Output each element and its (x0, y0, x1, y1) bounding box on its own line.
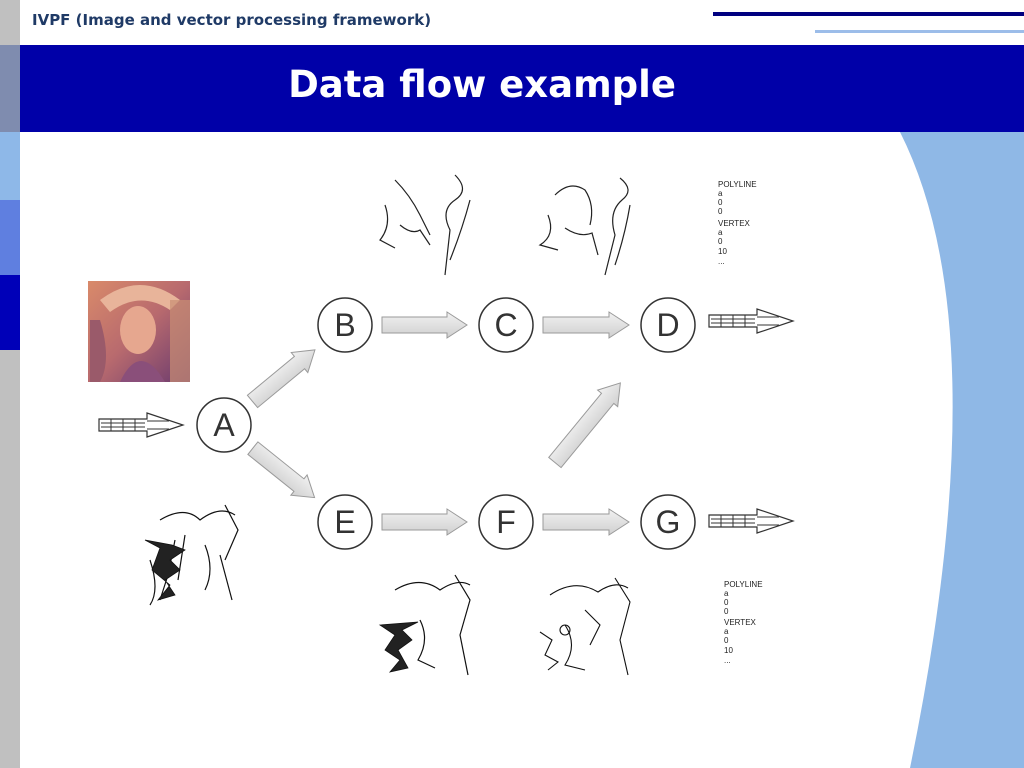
vector-line: 0 (724, 598, 729, 607)
block-arrow-shape (246, 349, 316, 409)
edge-sketch-icon (378, 574, 471, 676)
background-curve (900, 132, 1024, 768)
output-stream-arrow-g (708, 508, 795, 534)
vector-line: 0 (724, 636, 729, 645)
left-strip-segment (0, 132, 20, 200)
stream-arrows-layer (98, 308, 795, 534)
edge-arrow-e-f (381, 508, 468, 536)
node-a: A (196, 397, 252, 453)
edge-sketch-icon (539, 577, 631, 676)
block-arrow-shape (381, 508, 468, 536)
node-label: C (494, 307, 517, 343)
vector-line: 0 (724, 607, 729, 616)
edge-arrow-f-g (542, 508, 630, 536)
portrait-photo-icon (88, 281, 190, 382)
vector-line: a (718, 189, 723, 198)
edge-arrow-b-c (381, 311, 468, 339)
vector-line: POLYLINE (718, 180, 757, 189)
node-label: B (334, 307, 355, 343)
framework-title: IVPF (Image and vector processing framew… (32, 11, 432, 29)
vector-line: VERTEX (724, 618, 757, 627)
vector-line: 10 (724, 646, 733, 655)
vector-line: a (724, 627, 729, 636)
left-strip-segment (0, 200, 20, 275)
vector-line: a (718, 228, 723, 237)
vector-line: 0 (718, 237, 723, 246)
node-label: G (656, 504, 681, 540)
stream-arrow-outline (708, 308, 795, 334)
node-f: F (478, 494, 534, 550)
block-arrow-shape (542, 311, 630, 339)
node-circle (317, 297, 373, 353)
node-b: B (317, 297, 373, 353)
slide-title: Data flow example (288, 63, 676, 106)
block-arrow-shape (548, 382, 621, 469)
edge-arrow-c-d (542, 311, 630, 339)
node-circle (640, 297, 696, 353)
input-stream-arrow (98, 412, 185, 438)
left-strip-segment (0, 45, 20, 132)
node-circle (317, 494, 373, 550)
vector-line: 10 (718, 247, 727, 256)
title-band: Data flow example (20, 45, 1024, 132)
block-arrow-shape (542, 508, 630, 536)
vector-output-bottom: POLYLINE a 0 0 VERTEX a 0 10 ... (724, 580, 763, 665)
stream-arrow-outline (708, 508, 795, 534)
node-circle (478, 297, 534, 353)
edges-layer (246, 311, 630, 536)
node-circle (478, 494, 534, 550)
vector-line: ... (718, 257, 725, 266)
stream-arrow-stripes (101, 419, 169, 431)
stream-arrow-outline (98, 412, 185, 438)
edge-arrow-a-b (246, 349, 316, 409)
nodes-layer: A B C D E F G (196, 297, 696, 550)
line-sketch-icon (538, 177, 631, 276)
left-strip-segment (0, 275, 20, 350)
node-label: A (213, 407, 235, 443)
stream-arrow-stripes (711, 515, 779, 527)
line-sketch-icon (379, 174, 471, 276)
block-arrow-shape (247, 441, 316, 499)
block-arrow-shape (381, 311, 468, 339)
vector-line: 0 (718, 198, 723, 207)
node-circle (196, 397, 252, 453)
vector-line: VERTEX (718, 219, 751, 228)
node-label: F (496, 504, 516, 540)
vector-line: ... (724, 656, 731, 665)
edge-arrow-f-d (548, 382, 621, 469)
node-d: D (640, 297, 696, 353)
vector-output-top: POLYLINE a 0 0 VERTEX a 0 10 ... (718, 180, 757, 266)
vector-line: POLYLINE (724, 580, 763, 589)
node-label: D (656, 307, 679, 343)
header-line-light (815, 30, 1024, 33)
node-g: G (640, 494, 696, 550)
vector-line: 0 (718, 207, 723, 216)
node-circle (640, 494, 696, 550)
node-c: C (478, 297, 534, 353)
node-e: E (317, 494, 373, 550)
edge-sketch-icon (144, 504, 239, 606)
node-label: E (334, 504, 355, 540)
header-line-dark (713, 12, 1024, 16)
left-decor-strip (0, 0, 20, 768)
edge-arrow-a-e (247, 441, 316, 499)
vector-line: a (724, 589, 729, 598)
stream-arrow-stripes (711, 315, 779, 327)
output-stream-arrow-d (708, 308, 795, 334)
